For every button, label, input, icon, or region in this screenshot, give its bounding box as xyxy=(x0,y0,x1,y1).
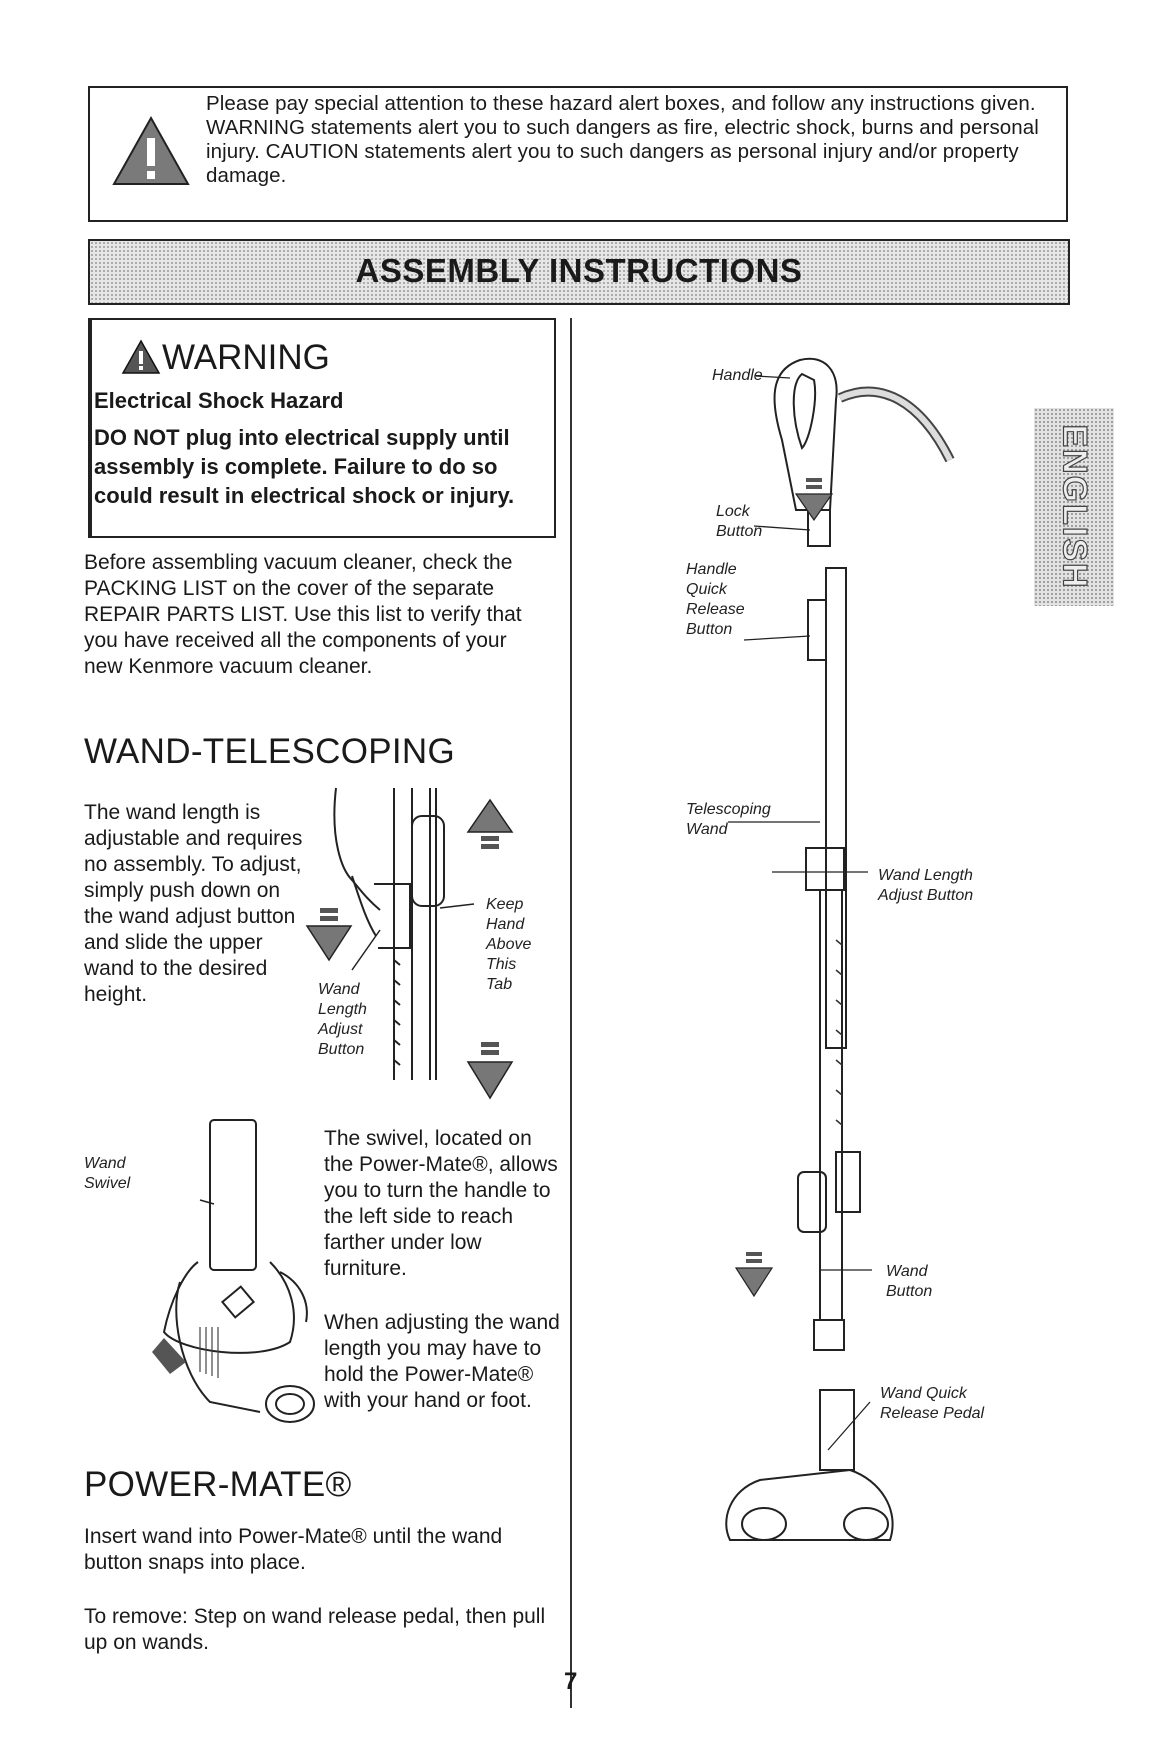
warning-title: WARNING xyxy=(162,338,330,377)
wand-swivel-illustration xyxy=(152,1119,315,1423)
handle-quick-release-callout: Handle Quick Release Button xyxy=(686,561,745,638)
hazard-notice-text: Please pay special attention to these ha… xyxy=(206,92,1039,187)
warning-box xyxy=(88,318,556,538)
power-mate-remove-text: To remove: Step on wand release pedal, t… xyxy=(84,1605,546,1654)
wand-telescoping-heading: WAND-TELESCOPING xyxy=(84,732,456,771)
warning-triangle-icon xyxy=(121,339,161,374)
vacuum-wand-diagram xyxy=(725,357,955,1541)
hazard-alert-box xyxy=(88,86,1068,222)
wand-button-callout: Wand Button xyxy=(886,1263,933,1300)
language-tab xyxy=(1034,408,1114,606)
telescoping-wand-callout: Telescoping Wand xyxy=(686,801,771,838)
handle-callout: Handle xyxy=(712,367,763,384)
warning-box-rule xyxy=(88,318,92,538)
section-banner xyxy=(88,239,1070,305)
wand-adjust-button-callout: Wand Length Adjust Button xyxy=(318,981,367,1058)
banner-title: ASSEMBLY INSTRUCTIONS xyxy=(355,252,803,289)
hazard-warning-icon xyxy=(112,115,190,185)
page-number: 7 xyxy=(564,1668,578,1695)
lock-button-callout: Lock Button xyxy=(716,503,763,540)
keep-hand-callout: Keep Hand Above This Tab xyxy=(486,896,532,993)
intro-paragraph: Before assembling vacuum cleaner, check … xyxy=(84,551,522,678)
wand-swivel-callout: Wand Swivel xyxy=(84,1155,131,1192)
column-divider xyxy=(570,318,572,1708)
language-tab-label: ENGLISH xyxy=(1055,424,1094,590)
wand-quick-release-pedal-callout: Wand Quick Release Pedal xyxy=(880,1385,985,1422)
wand-length-adjust-callout: Wand Length Adjust Button xyxy=(878,867,974,904)
warning-subtitle: Electrical Shock Hazard xyxy=(94,388,344,413)
wand-telescoping-text: The wand length is adjustable and requir… xyxy=(84,801,303,1006)
power-mate-insert-text: Insert wand into Power-Mate® until the w… xyxy=(84,1525,503,1574)
swivel-text: The swivel, located on the Power-Mate®, … xyxy=(324,1127,558,1280)
wand-adjust-illustration xyxy=(305,787,514,1100)
power-mate-heading: POWER-MATE® xyxy=(84,1465,352,1504)
adjusting-text: When adjusting the wand length you may h… xyxy=(324,1311,560,1412)
warning-body: DO NOT plug into electrical supply until… xyxy=(94,425,515,508)
